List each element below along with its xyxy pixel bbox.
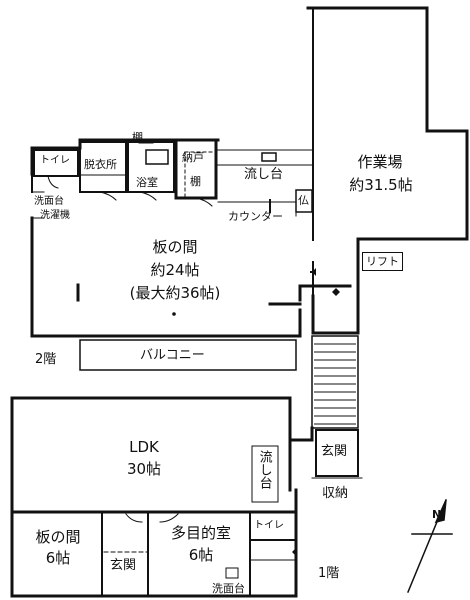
door-arrow <box>312 268 316 276</box>
counter-label: カウンター <box>228 210 283 223</box>
compass-symbol: N <box>432 508 442 521</box>
multi-room-name: 多目的室 <box>170 524 231 542</box>
first-floor-walls <box>10 396 363 598</box>
ldk-size: 30帖 <box>126 460 162 478</box>
bath-label: 浴室 <box>136 176 158 189</box>
altar-label: 仏 <box>298 194 309 207</box>
multi-room-size: 6帖 <box>188 546 214 564</box>
first-floor-toilet-label: トイレ <box>254 520 284 531</box>
workshop-size: 約31.5帖 <box>349 176 413 194</box>
main-hall-size: 約24帖 <box>150 261 200 279</box>
staircase <box>311 335 359 429</box>
wood-room-name: 板の間 <box>35 528 81 546</box>
ldk-name: LDK <box>129 438 159 456</box>
sink-label: 流し台 <box>244 167 284 182</box>
floor1-label: 1階 <box>318 566 340 581</box>
main-hall-size-max: (最大約36帖) <box>129 284 221 302</box>
floor2-label: 2階 <box>35 352 57 367</box>
dressing-room-label: 脱衣所 <box>84 158 117 171</box>
inner-entrance-label: 玄関 <box>110 558 137 573</box>
north-arrow <box>407 499 453 593</box>
toilet-label: トイレ <box>40 155 70 166</box>
door-arrow <box>292 548 296 556</box>
shelf-label: 棚 <box>132 131 143 144</box>
washer-label: 洗濯機 <box>40 210 70 221</box>
storage-shelf-label: 棚 <box>190 175 201 188</box>
storage-label: 納戸 <box>182 151 204 164</box>
second-floor-walls <box>30 138 352 338</box>
washbasin-label: 洗面台 <box>34 196 64 207</box>
outer-entrance-label: 玄関 <box>321 444 348 459</box>
post-dot <box>172 312 176 316</box>
balcony-outline <box>79 339 297 371</box>
first-floor-washbasin-label: 洗面台 <box>212 582 245 595</box>
balcony-label: バルコニー <box>140 348 205 363</box>
workshop-name: 作業場 <box>357 153 403 171</box>
closet-label: 収納 <box>322 486 349 501</box>
door-arrow <box>332 288 340 296</box>
wood-room-size: 6帖 <box>45 549 71 567</box>
ldk-sink-label: 流し台 <box>256 450 272 489</box>
lift-label: リフト <box>362 252 403 272</box>
main-hall-name: 板の間 <box>152 238 198 256</box>
